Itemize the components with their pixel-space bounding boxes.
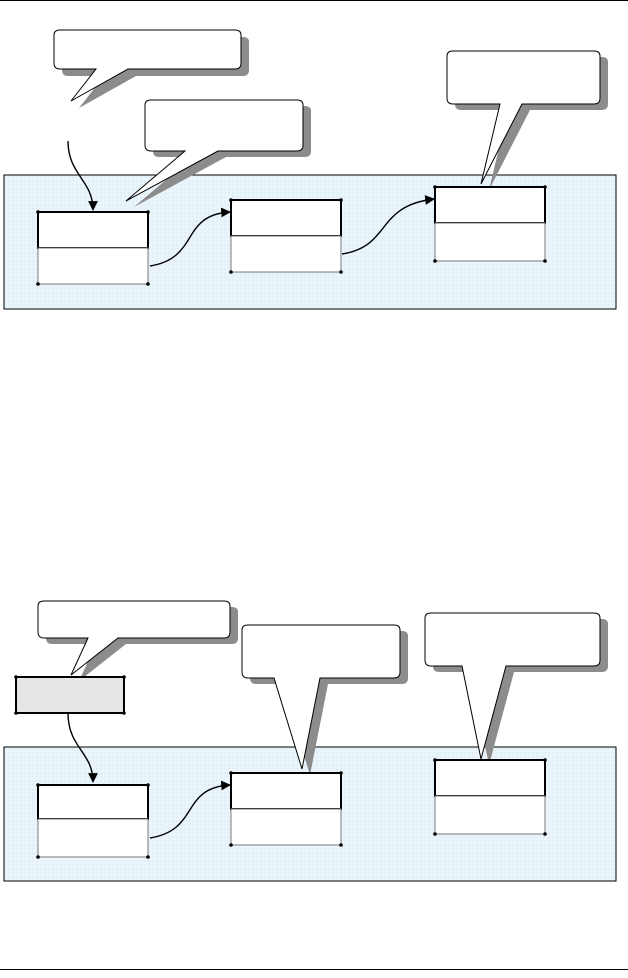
header-rule: [0, 0, 628, 1]
next-pointer-arrow: [341, 195, 435, 255]
next-pointer-arrow: [149, 207, 231, 267]
callout-bubble: [424, 612, 608, 765]
callout-bubble: [37, 600, 238, 681]
callout-bubble: [125, 99, 311, 207]
list-node: [229, 771, 343, 847]
list-node: [36, 210, 150, 286]
list-node: [229, 198, 343, 274]
head-box: [14, 675, 126, 715]
callout-bubble: [446, 50, 608, 190]
figure-top: [3, 29, 617, 310]
callout-bubble: [53, 29, 249, 108]
head-pointer-arrow: [67, 712, 98, 783]
next-pointer-arrow: [149, 780, 231, 839]
list-node: [433, 758, 547, 836]
list-node: [433, 185, 547, 263]
head-pointer-arrow: [67, 140, 98, 211]
list-node: [36, 783, 150, 859]
callout-bubble: [241, 624, 408, 775]
footer-rule: [0, 969, 628, 970]
figure-bottom: [3, 600, 617, 882]
